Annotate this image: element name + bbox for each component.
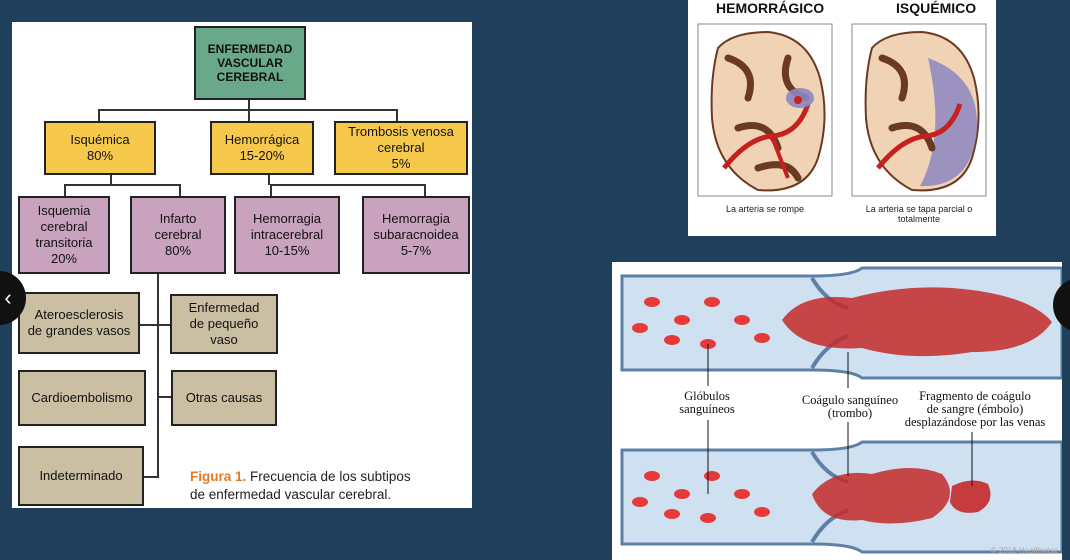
red-blood-cells xyxy=(632,297,770,349)
embolus xyxy=(950,480,991,513)
figure-caption: Figura 1. Frecuencia de los subtipos de … xyxy=(190,469,411,502)
chevron-left-icon: ‹ xyxy=(4,285,12,310)
stroke-types-brain-illustration: HEMORRÁGICO ISQUÉMICO La arteria se romp… xyxy=(688,0,996,236)
carousel-next-button[interactable] xyxy=(1053,278,1070,332)
copyright-text: © 2018 Healthwise xyxy=(990,546,1058,555)
label-coagulo-sanguineo: Coágulo sanguíneo(trombo) xyxy=(801,393,899,420)
vessel-top xyxy=(620,266,1062,380)
node-indeterminado: Indeterminado xyxy=(18,446,144,506)
ischemic-brain xyxy=(851,23,987,197)
node-otras-causas: Otras causas xyxy=(171,370,277,426)
node-cardioembolismo: Cardioembolismo xyxy=(18,370,146,426)
hemorrhagic-brain xyxy=(697,23,833,197)
brain-cross-sections xyxy=(697,23,987,197)
vessel-bottom xyxy=(620,440,1062,554)
vessel-drawing xyxy=(620,266,1062,554)
caption-hemorragico: La arteria se rompe xyxy=(725,204,805,214)
title-hemorragico: HEMORRÁGICO xyxy=(716,0,825,16)
title-isquemico: ISQUÉMICO xyxy=(896,0,977,16)
